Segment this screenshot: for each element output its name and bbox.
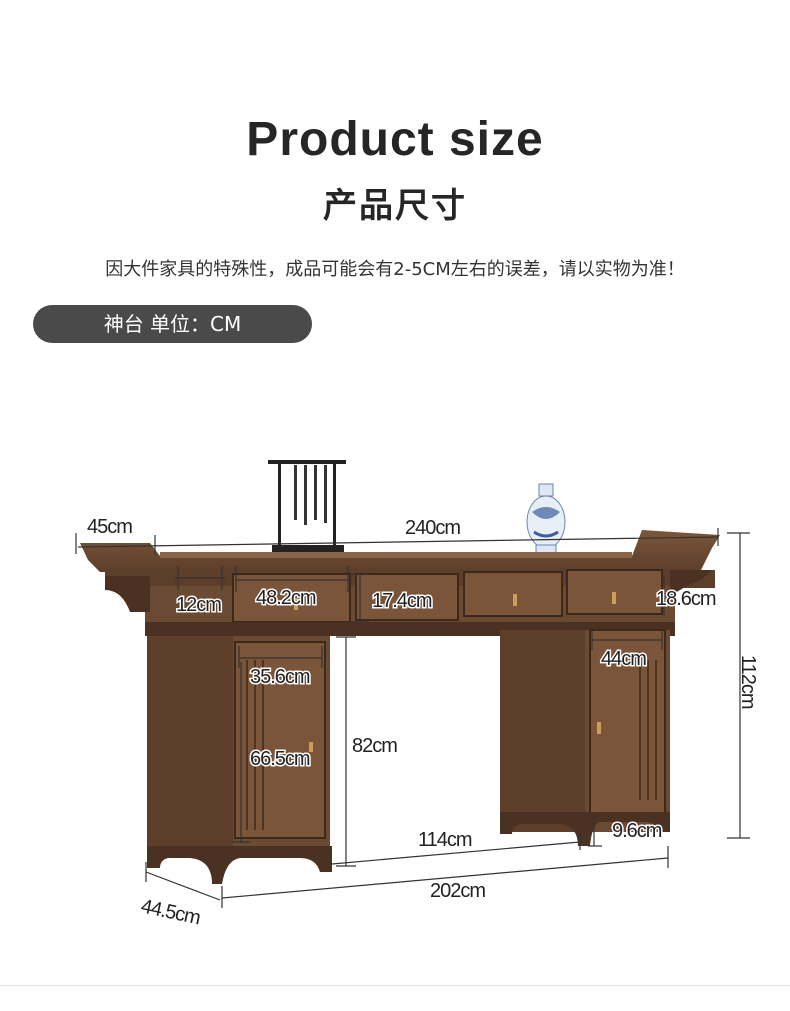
vase bbox=[526, 483, 566, 554]
dim-foot-height: 9.6cm bbox=[612, 820, 662, 842]
dim-body-depth: 44.5cm bbox=[139, 895, 202, 929]
furniture-dimension-diagram: 45cm 240cm 12cm 48.2cm 17.4cm 18.6cm 112… bbox=[75, 460, 759, 929]
product-unit-label: 神台 单位：CM bbox=[33, 305, 312, 343]
page-subtitle: 产品尺寸 bbox=[323, 186, 467, 226]
dim-top-length: 240cm bbox=[405, 517, 460, 539]
dimension-lines bbox=[75, 528, 750, 908]
dim-drawer-height: 18.6cm bbox=[656, 588, 716, 610]
dim-left-door-height: 66.5cm bbox=[250, 748, 310, 770]
dim-body-length: 202cm bbox=[430, 880, 485, 902]
divider bbox=[0, 985, 790, 986]
dim-right-door-width: 44cm bbox=[601, 648, 646, 670]
dim-left-drawer-width: 48.2cm bbox=[256, 587, 316, 609]
dim-middle-drawer-width: 17.4cm bbox=[372, 590, 432, 612]
dim-top-depth: 45cm bbox=[87, 516, 132, 538]
dim-total-height: 112cm bbox=[737, 655, 759, 709]
dim-left-door-width: 35.6cm bbox=[250, 666, 310, 688]
dim-knee-height: 82cm bbox=[352, 735, 397, 757]
incense-rack bbox=[268, 460, 346, 553]
dim-apron-height: 12cm bbox=[176, 594, 221, 616]
size-tolerance-notice: 因大件家具的特殊性，成品可能会有2-5CM左右的误差，请以实物为准！ bbox=[105, 259, 685, 280]
altar-table bbox=[80, 530, 720, 884]
page-title: Product size bbox=[246, 113, 544, 166]
dim-knee-width: 114cm bbox=[418, 829, 472, 851]
